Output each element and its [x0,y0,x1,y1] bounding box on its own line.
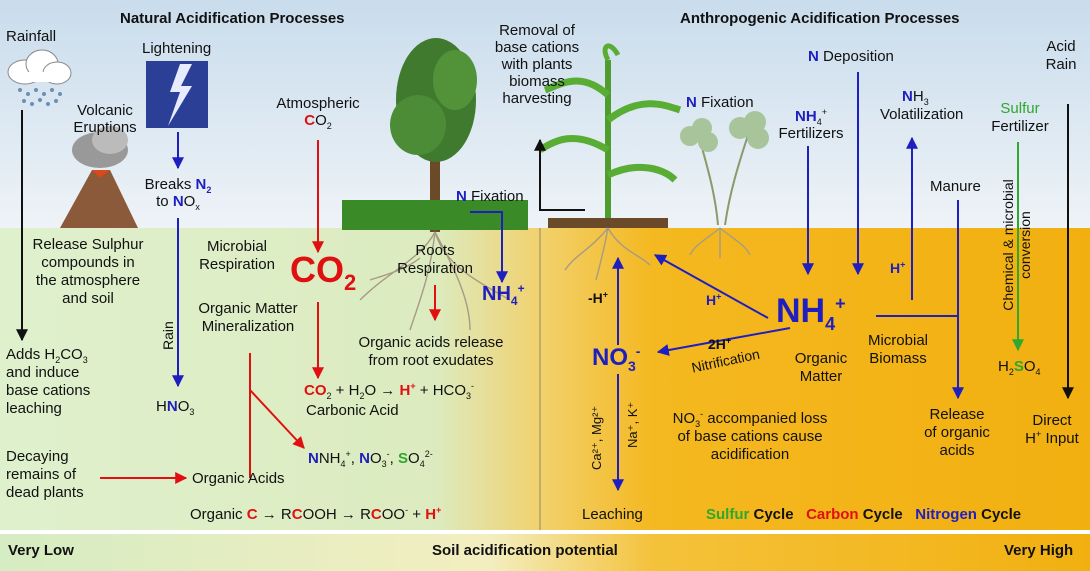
label-2hplus: 2H+ [708,335,732,352]
label-breaks-n2: Breaks N2 to NOx [144,176,212,212]
arrow-nitrification [656,327,791,356]
label-direct-h-input: Direct H+ Input [1025,412,1079,447]
legend-cycles: Sulfur Cycle Carbon Cycle Nitrogen Cycle [706,506,1022,523]
scale-very-high: Very High [1004,542,1074,559]
label-minus-hplus: -H+ [588,289,609,306]
arrow-removal-cations [534,138,585,211]
label-carbonic-acid: Carbonic Acid [306,402,399,419]
header-anthropogenic: Anthropogenic Acidification Processes [680,10,960,27]
label-nh4-big: NH4+ [776,292,846,334]
rain-cloud-icon [7,49,72,106]
label-organic-acids: Organic Acids [192,470,285,487]
label-rain: Rain [160,321,176,350]
label-n-deposition: N Deposition [808,48,894,65]
clover-plant-icon [680,111,769,226]
label-lightening: Lightening [142,40,212,57]
label-hplus-right: H+ [890,259,906,276]
label-hno3: HNO3 [156,398,195,417]
label-no3-loss: NO3- accompanied loss of base cations ca… [672,409,828,464]
corn-roots-icon [564,227,651,281]
label-ions: NNH4+, NO3-, SO42- [308,449,433,469]
label-n-fixation-right: N Fixation [686,94,754,111]
label-co2-big: CO2 [290,249,357,296]
tree-roots-icon [359,231,511,331]
label-carbonic-reaction: CO2 + H2O → H+ + HCO3- [304,381,475,401]
label-nh3-volatilization: NH3 Volatilization [880,88,964,123]
label-n-fixation-left: N Fixation [456,188,524,205]
scale-title: Soil acidification potential [432,542,618,559]
header-natural: Natural Acidification Processes [120,10,345,27]
label-organic-equation: Organic C → RCOOH → RCOO- + H+ [190,505,442,524]
label-atmospheric-co2: Atmospheric CO2 [276,95,360,131]
scale-very-low: Very Low [8,542,74,559]
label-cations-ca-mg: Ca²⁺, Mg²⁺ [589,405,604,470]
label-nh4-left: NH4+ [482,281,525,308]
lightning-icon [146,61,208,128]
label-hplus-root: H+ [706,291,722,308]
label-nh4-fertilizers: NH4+ Fertilizers [778,107,844,143]
label-manure: Manure [930,178,981,195]
label-cations-na-k: Na⁺, K⁺ [625,401,640,448]
tree-icon [342,38,528,232]
volcano-icon [60,126,138,228]
label-leaching: Leaching [582,506,643,523]
arrow-hplus-root [653,254,769,319]
arrow-left-n-fixation [470,211,508,284]
label-no3-big: NO3- [592,343,641,374]
arrow-mineralization-ions [249,389,305,449]
label-h2so4: H2SO4 [998,358,1041,377]
label-rainfall: Rainfall [6,28,57,45]
clover-roots-icon [689,227,751,258]
